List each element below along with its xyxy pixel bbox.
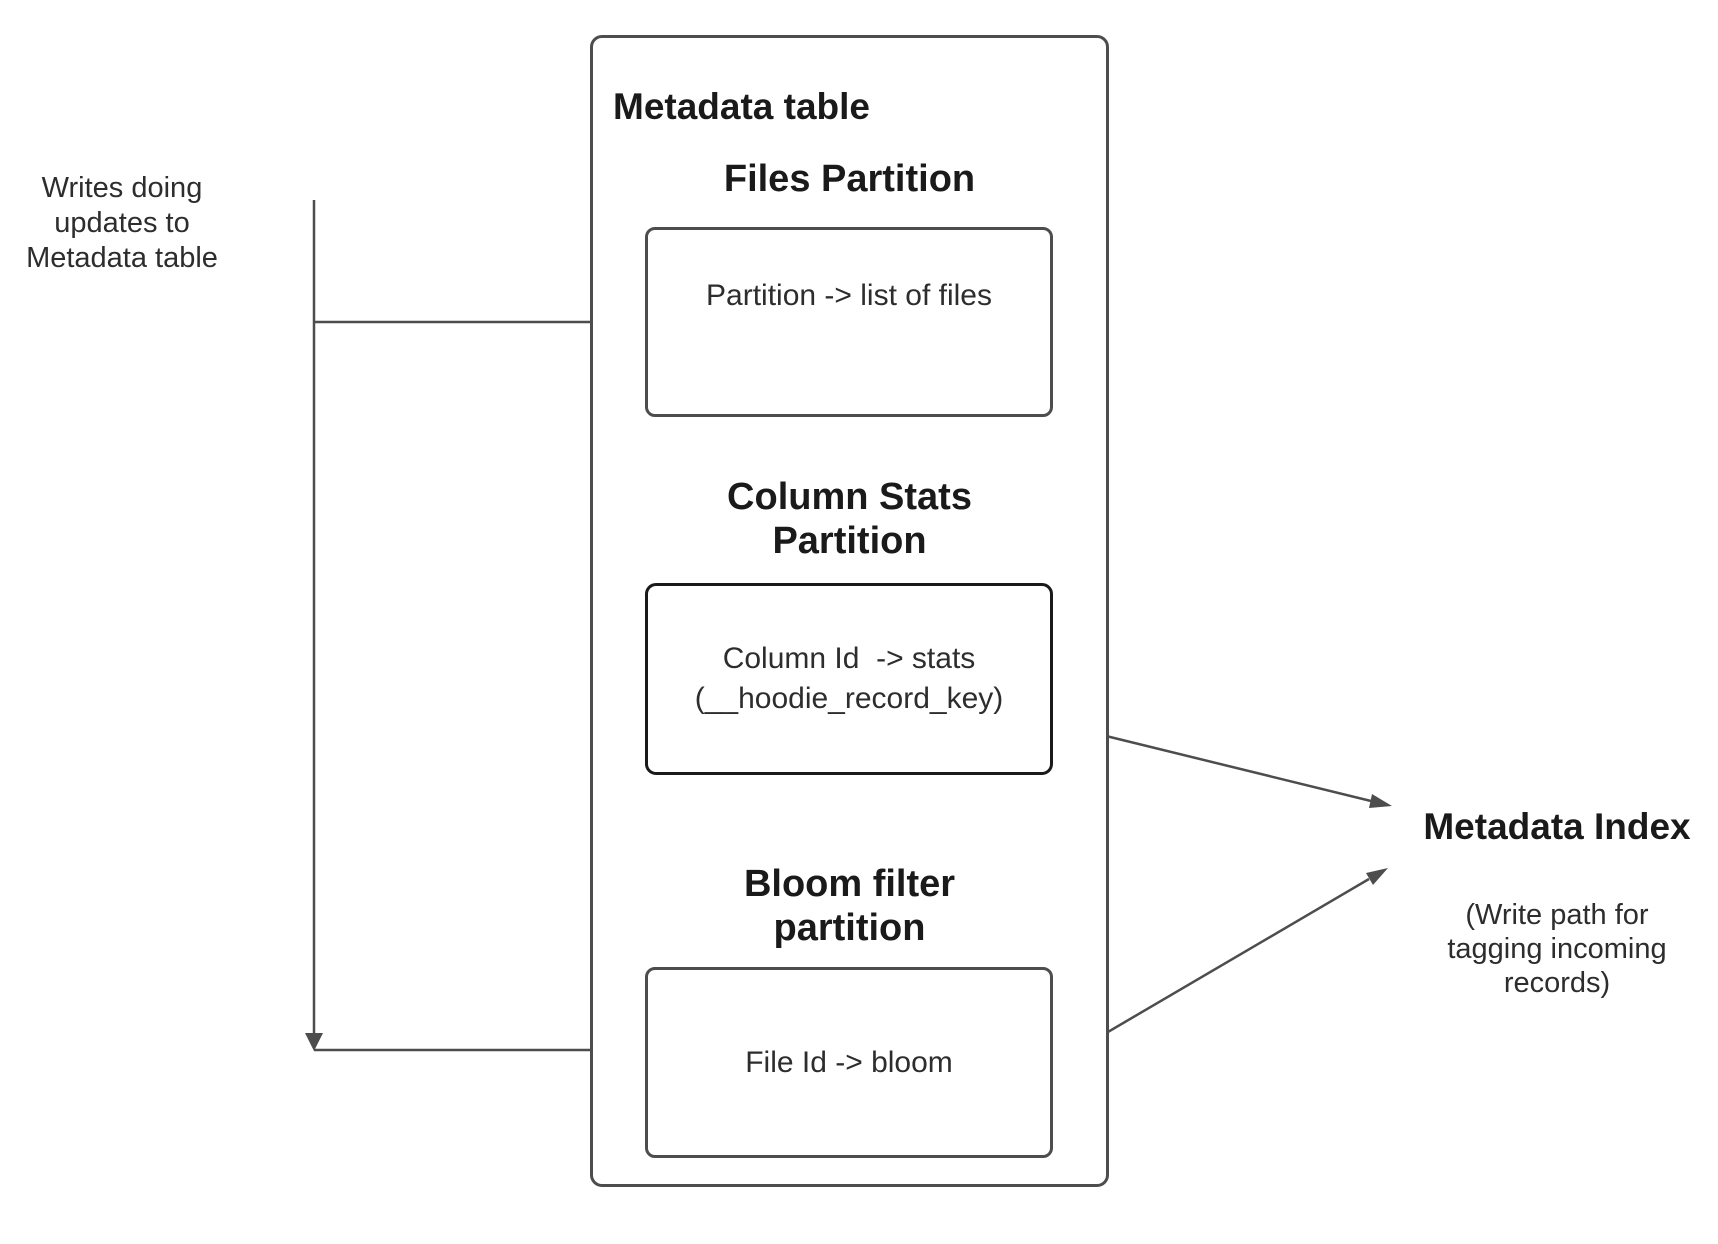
metadata-table-title: Metadata table bbox=[613, 86, 871, 127]
bloom-filter-heading-line: partition bbox=[773, 907, 926, 949]
bloom-filter-heading-line: Bloom filter bbox=[743, 863, 956, 905]
metadata-index-subtitle-line: tagging incoming bbox=[1447, 933, 1667, 965]
column-stats-box-text: (__hoodie_record_key) bbox=[694, 682, 1004, 715]
column-stats-box: Column Id -> stats (__hoodie_record_key) bbox=[645, 583, 1053, 775]
bloom-filter-box-text: File Id -> bloom bbox=[745, 1045, 953, 1079]
bloom-filter-heading: Bloom filter partition bbox=[590, 862, 1109, 950]
column-stats-box-text: Column Id -> stats bbox=[722, 642, 976, 675]
writes-note: Writes doing updates to Metadata table bbox=[12, 171, 232, 276]
metadata-index-subtitle-line: records) bbox=[1503, 967, 1611, 999]
column-stats-heading: Column Stats Partition bbox=[590, 475, 1109, 563]
writes-note-line: Metadata table bbox=[26, 242, 218, 274]
metadata-index-title: Metadata Index bbox=[1423, 806, 1691, 847]
column-stats-heading-line: Partition bbox=[772, 520, 927, 562]
metadata-index-subtitle: (Write path for tagging incoming records… bbox=[1407, 898, 1707, 1000]
files-partition-box: Partition -> list of files bbox=[645, 227, 1053, 417]
files-partition-heading: Files Partition bbox=[723, 158, 976, 200]
writes-note-line: updates to bbox=[54, 207, 190, 239]
column-stats-heading-line: Column Stats bbox=[727, 476, 972, 518]
files-partition-box-text: Partition -> list of files bbox=[706, 279, 992, 312]
bloom-to-index-arrowhead bbox=[1366, 868, 1388, 885]
bloom-filter-box: File Id -> bloom bbox=[645, 967, 1053, 1158]
metadata-index-subtitle-line: (Write path for bbox=[1465, 899, 1649, 931]
stats-to-index-arrowhead bbox=[1369, 794, 1392, 808]
writes-note-line: Writes doing bbox=[41, 172, 203, 204]
writes-down-arrowhead bbox=[305, 1033, 323, 1051]
